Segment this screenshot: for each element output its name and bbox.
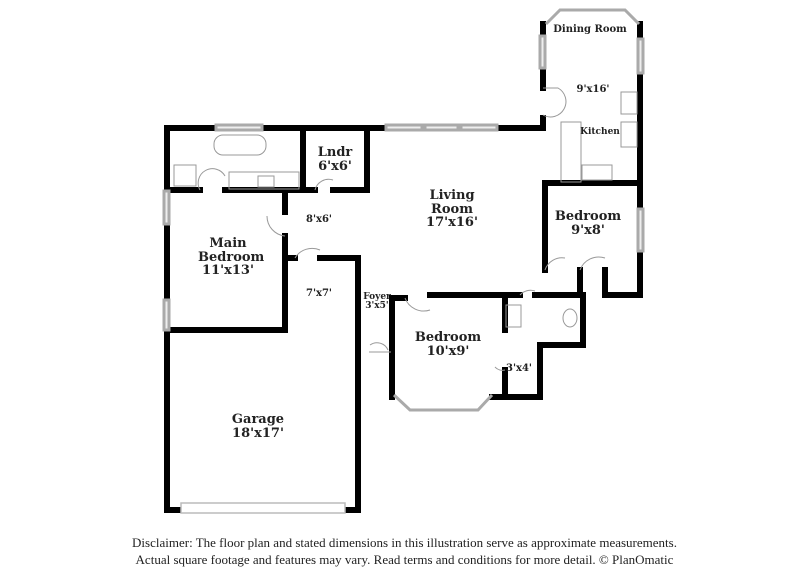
window (214, 123, 264, 132)
disclaimer-line-1: Disclaimer: The floor plan and stated di… (132, 535, 677, 550)
window (162, 298, 171, 332)
foyer-name: Foyer (363, 292, 391, 302)
room-size-closet-7x7: 7'x7' (305, 288, 333, 299)
main-bedroom-size: 11'x13' (202, 263, 254, 279)
foyer-size: 3'x5' (365, 301, 389, 312)
bedroom-east-size: 9'x8' (571, 222, 605, 238)
room-label-kitchen: Kitchen (580, 127, 620, 137)
window (636, 37, 645, 75)
bathtub (213, 134, 267, 156)
wall-foyer (389, 295, 408, 400)
wall-garage-bottom-right (342, 337, 361, 513)
wall-dining-right (542, 21, 643, 298)
shower (173, 164, 197, 187)
room-size-hall: 8'x6' (305, 214, 333, 225)
garage-size: 18'x17' (232, 425, 284, 441)
vanity (228, 171, 300, 190)
stove (620, 121, 638, 148)
window (459, 123, 499, 132)
sink (257, 175, 275, 188)
fixtures (173, 87, 638, 371)
fridge (620, 91, 638, 115)
disclaimer-line-2: Actual square footage and features may v… (135, 552, 674, 567)
laundry-size: 6'x6' (318, 158, 352, 174)
room-label-dining: Dining Room (553, 24, 627, 35)
garage-name: Garage (231, 412, 285, 427)
wall-bedroom-south (427, 292, 586, 400)
wall-main-bedroom (164, 187, 288, 333)
bath-sink (505, 304, 522, 328)
bedroom-south-name: Bedroom (414, 330, 482, 345)
walls (164, 21, 643, 513)
room-size-closet-3x4: 3'x4' (505, 363, 533, 374)
wall-left (164, 125, 183, 513)
bedroom-south-size: 10'x9' (426, 343, 470, 359)
door-swing (197, 87, 606, 371)
window (636, 207, 645, 253)
counter (560, 121, 582, 183)
living-name: Living Room (429, 188, 475, 217)
bay-window-bedroom (392, 393, 494, 412)
toilet (562, 308, 578, 328)
main-bedroom-name: Main Bedroom (198, 236, 265, 265)
wall-closet (282, 255, 361, 343)
window (162, 189, 171, 226)
room-size-dining: 9'x16' (576, 84, 610, 95)
bay-window-dining (544, 8, 641, 26)
windows (162, 8, 645, 514)
window (538, 34, 547, 70)
window (423, 123, 460, 132)
laundry-name: Lndr (317, 145, 353, 160)
disclaimer: Disclaimer: The floor plan and stated di… (0, 534, 809, 568)
kitchen-sink (581, 164, 613, 181)
window (384, 123, 424, 132)
living-size: 17'x16' (426, 215, 478, 231)
garage-door (180, 502, 346, 514)
bedroom-east-name: Bedroom (554, 209, 622, 224)
